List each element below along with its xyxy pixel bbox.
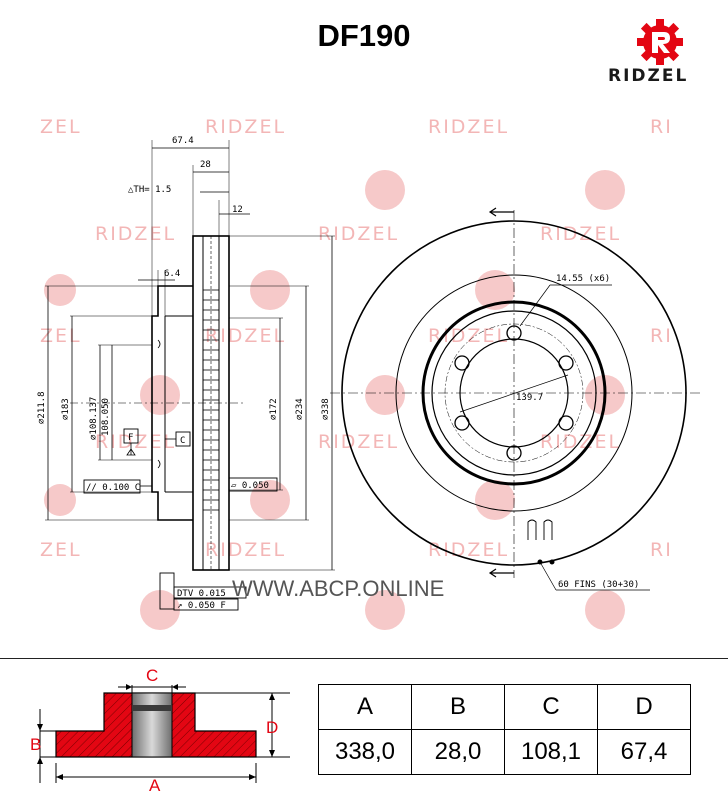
datum-label: F xyxy=(128,433,133,443)
section-labels: 67.4 28 △TH= 1.5 12 6.4 ⌀211.8 ⌀183 ⌀108… xyxy=(37,136,331,611)
watermark-text: RIDZEL xyxy=(318,431,399,453)
holes-label: 14.55 (x6) xyxy=(556,274,610,284)
watermark-text: ZEL xyxy=(40,325,82,347)
tolerance-label: ↗ 0.050 F xyxy=(177,601,226,611)
watermark-text: RIDZEL xyxy=(428,116,509,138)
spec-header-c: C xyxy=(504,684,598,730)
watermark-text: RI xyxy=(650,116,673,138)
dimension-legend-diagram: C B D A xyxy=(30,666,290,795)
dim-label: ⌀172 xyxy=(269,398,279,420)
spec-value-d: 67,4 xyxy=(597,729,691,775)
dim-label: 28 xyxy=(200,160,211,170)
spec-table: A B C D 338,0 28,0 108,1 67,4 xyxy=(318,684,691,775)
spec-header-b: B xyxy=(411,684,505,730)
section-divider xyxy=(0,658,728,659)
brand-name: RIDZEL xyxy=(608,66,689,86)
watermark-text: RIDZEL xyxy=(205,539,286,561)
tolerance-label: DTV 0.015 xyxy=(177,589,226,599)
legend-label-a: A xyxy=(149,776,161,795)
tolerance-label: ▱ 0.050 xyxy=(231,481,269,491)
datum-label: C xyxy=(180,436,185,446)
dim-label: 6.4 xyxy=(164,269,180,279)
legend-label-c: C xyxy=(146,666,158,685)
spec-value-a: 338,0 xyxy=(318,729,412,775)
dim-label: △TH= 1.5 xyxy=(128,185,171,195)
spec-value-b: 28,0 xyxy=(411,729,505,775)
spec-header-a: A xyxy=(318,684,412,730)
watermark-text: ZEL xyxy=(40,116,82,138)
front-labels: 14.55 (x6) 139.7 60 FINS (30+30) xyxy=(516,274,639,590)
watermark-text: RI xyxy=(650,325,673,347)
watermark-text: ZEL xyxy=(40,539,82,561)
dim-label: 12 xyxy=(232,205,243,215)
dim-label: ⌀183 xyxy=(61,398,71,420)
dim-label: 108.050 xyxy=(101,398,111,436)
fins-label: 60 FINS (30+30) xyxy=(558,580,639,590)
technical-drawing: ZEL RIDZEL RIDZEL RI RIDZEL RIDZEL RIDZE… xyxy=(37,116,700,630)
dim-label: ⌀211.8 xyxy=(37,391,47,424)
gear-r-logo-icon xyxy=(637,19,683,65)
section-view xyxy=(45,140,335,611)
spec-header-d: D xyxy=(597,684,691,730)
watermark-text: RI xyxy=(650,539,673,561)
dim-label: 67.4 xyxy=(172,136,194,146)
table-row: A B C D xyxy=(318,684,691,730)
watermark-text: RIDZEL xyxy=(540,431,621,453)
watermark-text: RIDZEL xyxy=(205,116,286,138)
pcd-label: 139.7 xyxy=(516,393,543,403)
legend-label-b: B xyxy=(30,735,41,754)
watermark-text: RIDZEL xyxy=(428,325,509,347)
legend-label-d: D xyxy=(266,718,278,737)
watermark-text: RIDZEL xyxy=(318,223,399,245)
tolerance-label: // 0.100 C xyxy=(86,483,140,493)
dim-label: ⌀338 xyxy=(321,398,331,420)
dim-label: ⌀108.137 xyxy=(89,397,99,440)
table-row: 338,0 28,0 108,1 67,4 xyxy=(318,729,691,775)
watermark-text: RIDZEL xyxy=(95,431,176,453)
front-view xyxy=(330,207,700,591)
watermark-text: RIDZEL xyxy=(205,325,286,347)
spec-value-c: 108,1 xyxy=(504,729,598,775)
watermark-text: RIDZEL xyxy=(428,539,509,561)
watermark-text: RIDZEL xyxy=(95,223,176,245)
dim-label: ⌀234 xyxy=(295,398,305,420)
part-number-title: DF190 xyxy=(317,18,411,53)
website-watermark: WWW.ABCP.ONLINE xyxy=(232,576,445,601)
